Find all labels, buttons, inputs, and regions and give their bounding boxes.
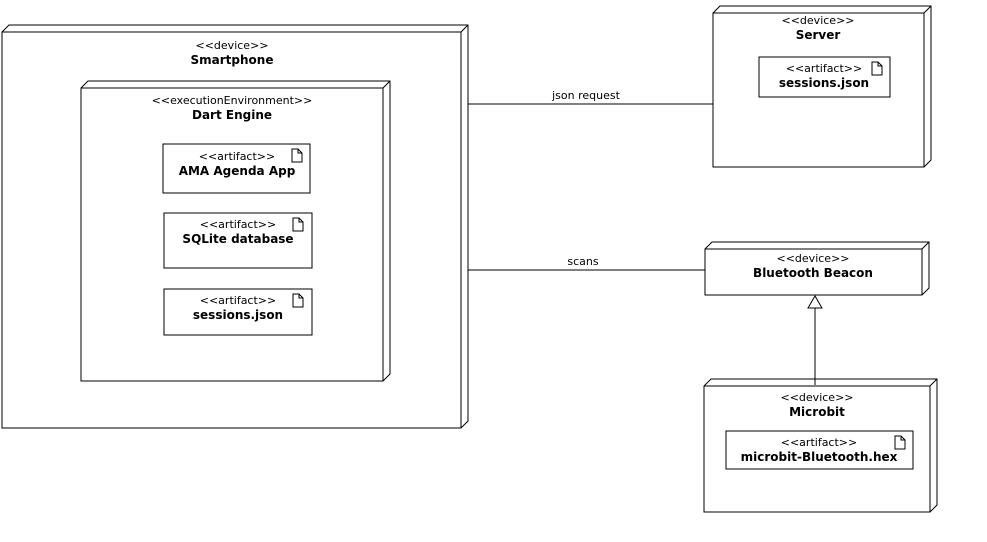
microbit-bluetooth-hex-stereotype: <<artifact>> [780, 436, 858, 449]
json-request-edge-label: json request [552, 89, 620, 102]
sessions-json-server-artifact-box [758, 56, 891, 98]
edge-generalization [807, 295, 823, 385]
dart-engine-node-title: <<executionEnvironment>> Dart Engine [152, 94, 313, 122]
sqlite-database-artifact-box [163, 212, 313, 269]
bluetooth-beacon-name: Bluetooth Beacon [753, 266, 873, 280]
microbit-bluetooth-hex-artifact-box [725, 430, 914, 470]
bluetooth-beacon-stereotype: <<device>> [776, 252, 850, 265]
sessions-json-phone-name: sessions.json [192, 308, 284, 322]
microbit-name: Microbit [789, 405, 845, 419]
sessions-json-server-stereotype: <<artifact>> [785, 62, 863, 75]
document-icon [894, 435, 906, 450]
smartphone-node-title: <<device>> Smartphone [191, 39, 274, 67]
server-name: Server [795, 28, 841, 42]
microbit-node-title: <<device>> Microbit [781, 391, 854, 419]
document-icon [871, 61, 883, 76]
dart-engine-name: Dart Engine [191, 108, 272, 122]
sqlite-database-name: SQLite database [182, 232, 294, 246]
dart-engine-stereotype: <<executionEnvironment>> [151, 94, 313, 107]
sessions-json-phone-stereotype: <<artifact>> [199, 294, 277, 307]
document-icon [292, 293, 304, 308]
generalization-arrowhead [807, 295, 823, 309]
ama-agenda-app-stereotype: <<artifact>> [198, 150, 276, 163]
smartphone-name: Smartphone [190, 53, 274, 67]
sessions-json-phone-artifact-box [163, 288, 313, 336]
microbit-bluetooth-hex-artifact-title: <<artifact>> microbit-Bluetooth.hex [741, 436, 898, 464]
smartphone-stereotype: <<device>> [195, 39, 269, 52]
microbit-bluetooth-hex-name: microbit-Bluetooth.hex [740, 450, 898, 464]
ama-agenda-app-artifact-box [162, 143, 311, 194]
sessions-json-server-artifact-title: <<artifact>> sessions.json [779, 62, 869, 90]
scans-edge-label: scans [567, 255, 599, 268]
microbit-stereotype: <<device>> [780, 391, 854, 404]
server-node-title: <<device>> Server [782, 14, 855, 42]
document-icon [292, 217, 304, 232]
server-stereotype: <<device>> [781, 14, 855, 27]
ama-agenda-app-artifact-title: <<artifact>> AMA Agenda App [179, 150, 296, 178]
sessions-json-phone-artifact-title: <<artifact>> sessions.json [193, 294, 283, 322]
document-icon [291, 148, 303, 163]
bluetooth-beacon-node-shape [704, 241, 930, 296]
sessions-json-server-name: sessions.json [778, 76, 870, 90]
ama-agenda-app-name: AMA Agenda App [178, 164, 296, 178]
sqlite-database-stereotype: <<artifact>> [199, 218, 277, 231]
sqlite-database-artifact-title: <<artifact>> SQLite database [182, 218, 293, 246]
bluetooth-beacon-node-title: <<device>> Bluetooth Beacon [753, 252, 873, 280]
